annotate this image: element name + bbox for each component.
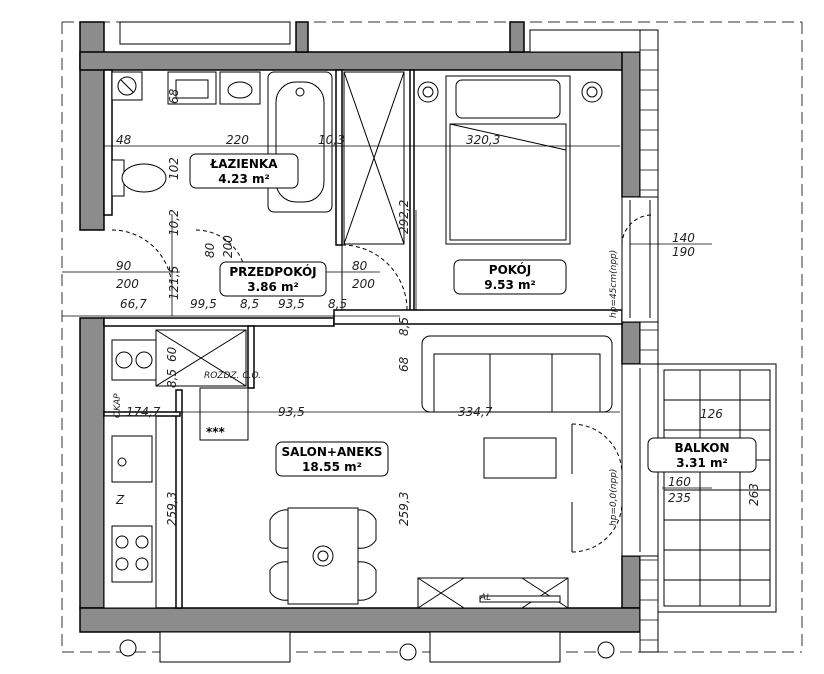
dim-160: 160 — [668, 475, 691, 489]
lower-fixtures — [119, 21, 615, 663]
room-name-balcony: BALKON — [674, 441, 729, 455]
room-area-room: 9.53 m² — [484, 278, 536, 292]
dim-60: 60 — [165, 346, 179, 362]
door-swings — [111, 214, 653, 553]
bed — [445, 75, 571, 245]
coffee-table — [483, 437, 557, 479]
dim-334-7: 334,7 — [458, 405, 493, 419]
dim-259-3-right: 259,3 — [397, 492, 411, 526]
room-name-salon: SALON+ANEKS — [282, 445, 383, 459]
note-rozdz: ROZDZ. C.O. — [204, 371, 261, 381]
dim-102: 102 — [167, 157, 181, 180]
dimension-lines — [62, 145, 712, 489]
dim-80-bathdoor: 80 — [203, 242, 217, 258]
toilet — [111, 159, 167, 197]
dim-220: 220 — [226, 133, 249, 147]
dim-174-7: 174,7 — [126, 405, 161, 419]
note-tv: AL — [479, 593, 491, 603]
room-name-hall: PRZEDPOKÓJ — [229, 264, 316, 279]
nightstand-lamps — [417, 81, 603, 103]
dim-235: 235 — [668, 491, 691, 505]
dim-66-7: 66,7 — [120, 297, 147, 311]
note-okap: OKAP — [113, 393, 123, 418]
note-hp45: hp=45cm(npp) — [609, 250, 619, 318]
dim-99-5: 99,5 — [190, 297, 217, 311]
shaft — [343, 71, 405, 245]
dim-320-3: 320,3 — [466, 133, 500, 147]
washbasin — [167, 71, 261, 105]
door-leaves — [341, 245, 573, 552]
dim-200-bathdoor: 200 — [221, 235, 235, 258]
notes: hp=45cm(npp) hp=0,0(npp) ROZDZ. C.O. OKA… — [113, 250, 619, 603]
facade-hatch — [640, 49, 658, 641]
dim-68-salon: 68 — [397, 356, 411, 372]
room-label-salon: SALON+ANEKS 18.55 m² — [275, 441, 389, 477]
dim-200-entry: 200 — [116, 277, 139, 291]
room-area-hall: 3.86 m² — [247, 280, 299, 294]
interior-walls — [103, 69, 623, 609]
bath-vent — [111, 71, 143, 101]
dim-8-5-d: 8,5 — [165, 369, 179, 388]
dim-80-roomdoor: 80 — [352, 259, 368, 273]
dimension-labels: 48 220 10,3 320,3 68 102 10,2 80 200 292… — [116, 88, 761, 526]
note-fridge: Z — [115, 493, 125, 507]
room-name-bath: ŁAZIENKA — [210, 157, 279, 171]
room-area-salon: 18.55 m² — [302, 460, 362, 474]
dim-200-roomdoor: 200 — [352, 277, 375, 291]
room-area-bath: 4.23 m² — [218, 172, 270, 186]
tv-cabinet — [417, 577, 569, 609]
dim-259-3-left: 259,3 — [165, 492, 179, 526]
dim-68-bath: 68 — [167, 88, 181, 104]
sofa — [421, 335, 613, 413]
dim-10-3: 10,3 — [318, 133, 345, 147]
room-label-hall: PRZEDPOKÓJ 3.86 m² — [219, 261, 327, 297]
window-room — [621, 196, 659, 323]
room-area-balcony: 3.31 m² — [676, 456, 728, 470]
note-hp00: hp=0,0(npp) — [609, 469, 619, 526]
dim-8-5-c: 8,5 — [397, 317, 411, 336]
room-label-bath: ŁAZIENKA 4.23 m² — [189, 153, 299, 189]
dim-140: 140 — [672, 231, 695, 245]
shaft-2 — [155, 329, 247, 387]
dim-8-5-b: 8,5 — [328, 297, 347, 311]
note-stars: *** — [206, 425, 226, 439]
dim-263: 263 — [747, 483, 761, 506]
dim-93-5-a: 93,5 — [278, 297, 305, 311]
vent-circles — [111, 339, 157, 381]
dim-10-2: 10,2 — [167, 209, 181, 236]
kitchen-counter — [103, 387, 249, 609]
room-name-room: POKÓJ — [489, 262, 531, 277]
dim-126: 126 — [700, 407, 723, 421]
dim-93-5-b: 93,5 — [278, 405, 305, 419]
dining-set — [269, 507, 377, 605]
dim-90: 90 — [116, 259, 132, 273]
dim-190: 190 — [672, 245, 695, 259]
dim-292-2: 292,2 — [397, 200, 411, 234]
dim-8-5-a: 8,5 — [240, 297, 259, 311]
room-label-room: POKÓJ 9.53 m² — [453, 259, 567, 295]
dim-48: 48 — [116, 133, 132, 147]
room-label-balcony: BALKON 3.31 m² — [647, 437, 757, 473]
dim-121-5: 121,5 — [167, 266, 181, 300]
